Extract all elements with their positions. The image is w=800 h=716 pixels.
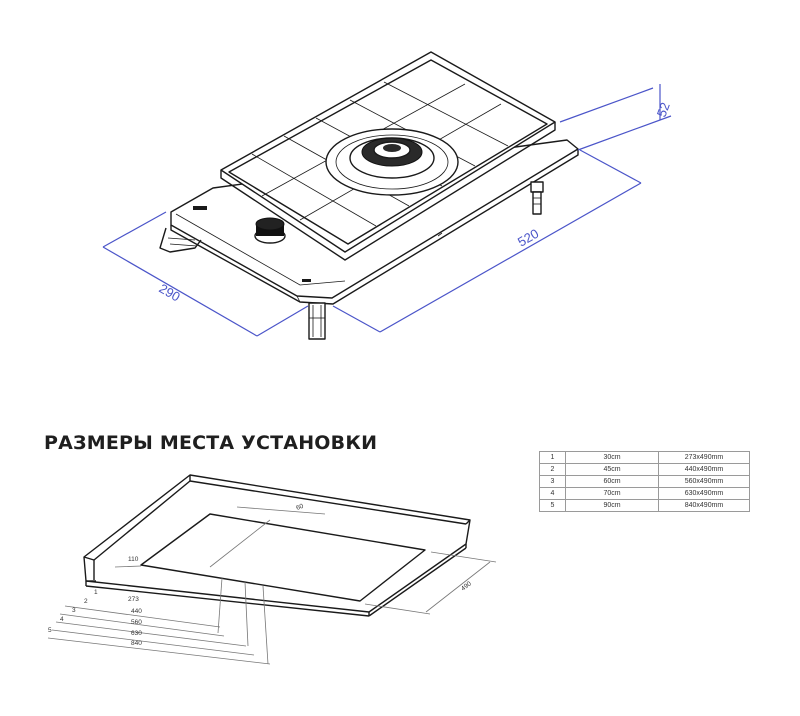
table-row: 5 90cm 840x490mm: [539, 499, 750, 512]
brand-mark: [193, 206, 207, 210]
width-label-440: 440: [131, 608, 142, 615]
table-row: 3 60cm 560x490mm: [539, 475, 750, 488]
cutout-size: 273x490mm: [658, 451, 750, 464]
gas-hob-drawing: [159, 51, 579, 340]
cutout-size: 840x490mm: [658, 499, 750, 512]
cutout-size: 440x490mm: [658, 463, 750, 476]
cutout-size: 630x490mm: [658, 487, 750, 500]
table-row: 2 45cm 440x490mm: [539, 463, 750, 476]
cutout-size: 560x490mm: [658, 475, 750, 488]
section-title: РАЗМЕРЫ МЕСТА УСТАНОВКИ: [44, 432, 378, 454]
row-number: 5: [539, 499, 566, 512]
side-offset-label: 110: [128, 556, 139, 563]
gas-burner: [325, 128, 459, 196]
row-label-5: 5: [48, 627, 52, 634]
label-mark: [302, 279, 311, 282]
width-label-560: 560: [131, 619, 142, 626]
row-number: 1: [539, 451, 566, 464]
cutout-depth-label: 490: [460, 580, 473, 592]
row-label-1: 1: [94, 589, 98, 596]
height-dimension-label: 52: [654, 100, 673, 119]
size-table: 1 30cm 273x490mm 2 45cm 440x490mm 3 60cm…: [539, 451, 750, 512]
width-label-840: 840: [131, 640, 142, 647]
cutout-opening: [140, 513, 426, 602]
depth-dimension-label: 520: [515, 226, 541, 250]
row-label-3: 3: [72, 607, 76, 614]
back-offset-label: 60: [295, 503, 305, 512]
row-label-4: 4: [60, 616, 64, 623]
hob-size: 30cm: [565, 451, 659, 464]
row-label-2: 2: [84, 598, 88, 605]
gas-fitting: [530, 181, 544, 215]
width-dimension-label: 290: [157, 281, 183, 305]
table-row: 4 70cm 630x490mm: [539, 487, 750, 500]
hob-size: 90cm: [565, 499, 659, 512]
control-knob: [254, 217, 286, 244]
front-leg: [308, 302, 326, 340]
product-dimension-lines: [102, 84, 672, 337]
width-label-273: 273: [128, 596, 139, 603]
row-number: 3: [539, 475, 566, 488]
row-number: 4: [539, 487, 566, 500]
left-bracket: [159, 227, 202, 253]
table-row: 1 30cm 273x490mm: [539, 451, 750, 464]
hob-size: 60cm: [565, 475, 659, 488]
row-number: 2: [539, 463, 566, 476]
hob-size: 70cm: [565, 487, 659, 500]
width-label-630: 630: [131, 630, 142, 637]
hob-size: 45cm: [565, 463, 659, 476]
installation-drawing: [47, 474, 497, 665]
